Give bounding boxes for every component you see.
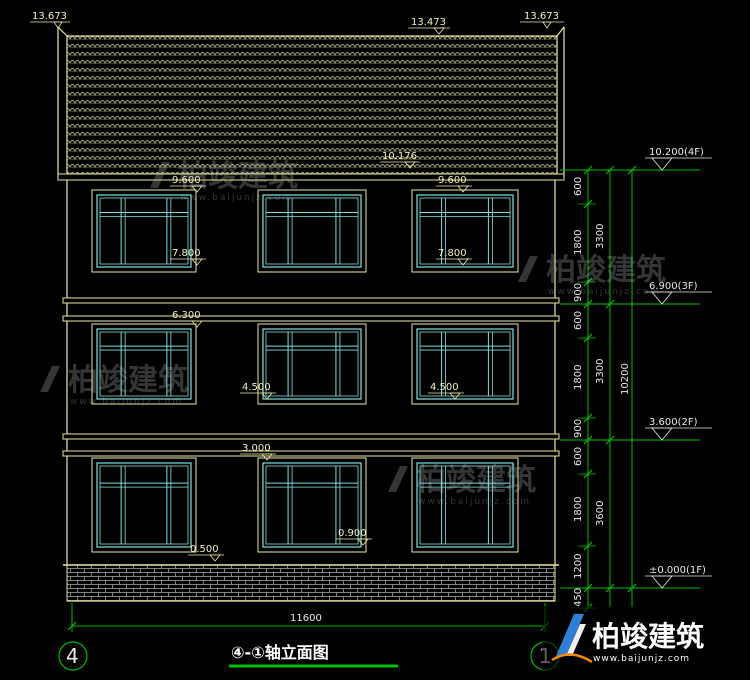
elevation-mark: 9.600 [170, 175, 206, 193]
svg-text:www.baijunjz.com: www.baijunjz.com [180, 193, 293, 203]
brand-logo: 柏竣建筑 www.baijunjz.com [542, 606, 750, 680]
svg-text:10.200(4F): 10.200(4F) [649, 147, 704, 158]
svg-text:4.500: 4.500 [242, 382, 271, 393]
floor-level-tag: 10.200(4F) [560, 147, 712, 171]
svg-text:柏竣建筑: 柏竣建筑 [546, 253, 666, 288]
elevation-marks: 13.673 13.473 13.673 10.176 9.600 9.600 7.… [30, 11, 564, 562]
floor-level-tag: ±0.000(1F) [560, 565, 712, 589]
window [91, 323, 197, 405]
elevation-mark: 7.800 [436, 248, 472, 266]
svg-text:www.baijunjz.com: www.baijunjz.com [70, 397, 183, 407]
dimension-text: 1800 [573, 230, 584, 255]
window [91, 457, 197, 553]
svg-text:3.000: 3.000 [242, 443, 271, 454]
floor-level-tags: 10.200(4F) 6.900(3F) 3.600(2F) ±0.000(1F) [560, 147, 712, 589]
watermarks: 柏竣建筑www.baijunjz.com柏竣建筑www.baijunjz.com… [40, 159, 666, 507]
window [411, 323, 519, 405]
logo-mark-icon [551, 614, 593, 664]
dimension-text: 600 [573, 177, 584, 196]
elevation-mark: 0.500 [188, 544, 224, 562]
svg-text:柏竣建筑: 柏竣建筑 [178, 159, 298, 194]
window [257, 323, 367, 405]
logo-url: www.baijunjz.com [593, 654, 690, 664]
dimension-text: 450 [573, 588, 584, 607]
dimension-text: 10200 [620, 363, 631, 395]
svg-text:柏竣建筑: 柏竣建筑 [416, 463, 536, 498]
svg-text:9.600: 9.600 [438, 175, 467, 186]
floor-band-3f [62, 297, 560, 304]
svg-text:7.800: 7.800 [438, 248, 467, 259]
roof-tiles [66, 35, 558, 175]
svg-text:7.800: 7.800 [172, 248, 201, 259]
dimension-text: 1800 [573, 497, 584, 522]
window [257, 189, 367, 273]
svg-text:4: 4 [66, 644, 79, 668]
window [91, 189, 197, 273]
elevation-mark: 4.500 [428, 382, 464, 400]
elevation-mark: 4.500 [240, 382, 276, 400]
svg-text:0.900: 0.900 [338, 528, 367, 539]
logo-name: 柏竣建筑 [592, 620, 704, 653]
svg-text:柏竣建筑: 柏竣建筑 [68, 363, 188, 398]
floor-level-tag: 6.900(3F) [560, 281, 712, 305]
floor-band-2f-lower [62, 450, 560, 457]
elevation-mark: 0.900 [336, 528, 372, 546]
elevation-mark: 7.800 [170, 248, 206, 266]
svg-text:3.600(2F): 3.600(2F) [649, 417, 698, 428]
svg-text:13.673: 13.673 [524, 11, 559, 22]
elevation-mark: 3.000 [240, 443, 276, 461]
vertical-dimensions: 600 1800 900 600 1800 900 600 1800 1200 450 3300 33… [573, 165, 637, 613]
dimension-text: 3300 [595, 224, 606, 249]
svg-text:13.673: 13.673 [32, 11, 67, 22]
drawing-title: ④-①轴立面图 [231, 643, 329, 662]
svg-text:10.176: 10.176 [382, 151, 417, 162]
roof-eave-band [57, 173, 565, 181]
dimension-text: 600 [573, 447, 584, 466]
window [411, 457, 519, 553]
width-dimension-text: 11600 [290, 613, 322, 624]
dimension-text: 900 [573, 419, 584, 438]
floor-level-tag: 3.600(2F) [560, 417, 712, 441]
roof [57, 26, 565, 181]
svg-text:4.500: 4.500 [430, 382, 459, 393]
svg-text:13.473: 13.473 [411, 17, 446, 28]
dimension-text: 1200 [573, 554, 584, 579]
svg-text:www.baijunjz.com: www.baijunjz.com [418, 497, 531, 507]
elevation-mark: 6.300 [170, 310, 206, 328]
roof-mark-left: 13.673 [30, 11, 70, 29]
eave-mark: 10.176 [380, 151, 420, 169]
floor-band-3f-lower [62, 315, 560, 322]
facade-wall [62, 180, 560, 602]
dimension-text: 3600 [595, 501, 606, 526]
svg-text:9.600: 9.600 [172, 175, 201, 186]
floor-band-2f [62, 433, 560, 440]
svg-text:6.300: 6.300 [172, 310, 201, 321]
roof-mark-center: 13.473 [408, 17, 450, 35]
dimension-text: 900 [573, 283, 584, 302]
svg-text:6.900(3F): 6.900(3F) [649, 281, 698, 292]
roof-mark-right: 13.673 [520, 11, 564, 29]
svg-text:www.baijunjz.com: www.baijunjz.com [548, 287, 661, 297]
dimension-text: 600 [573, 311, 584, 330]
drawing-title-group: ④-①轴立面图 [229, 643, 398, 668]
axis-bubble-left: 4 [58, 641, 88, 671]
window [257, 457, 367, 553]
brick-plinth [66, 564, 556, 602]
window [411, 189, 519, 273]
dimension-text: 3300 [595, 359, 606, 384]
svg-text:0.500: 0.500 [190, 544, 219, 555]
elevation-mark: 9.600 [436, 175, 472, 193]
dimension-text: 1800 [573, 365, 584, 390]
svg-text:±0.000(1F): ±0.000(1F) [649, 565, 706, 576]
width-dimension: 11600 [67, 603, 550, 632]
